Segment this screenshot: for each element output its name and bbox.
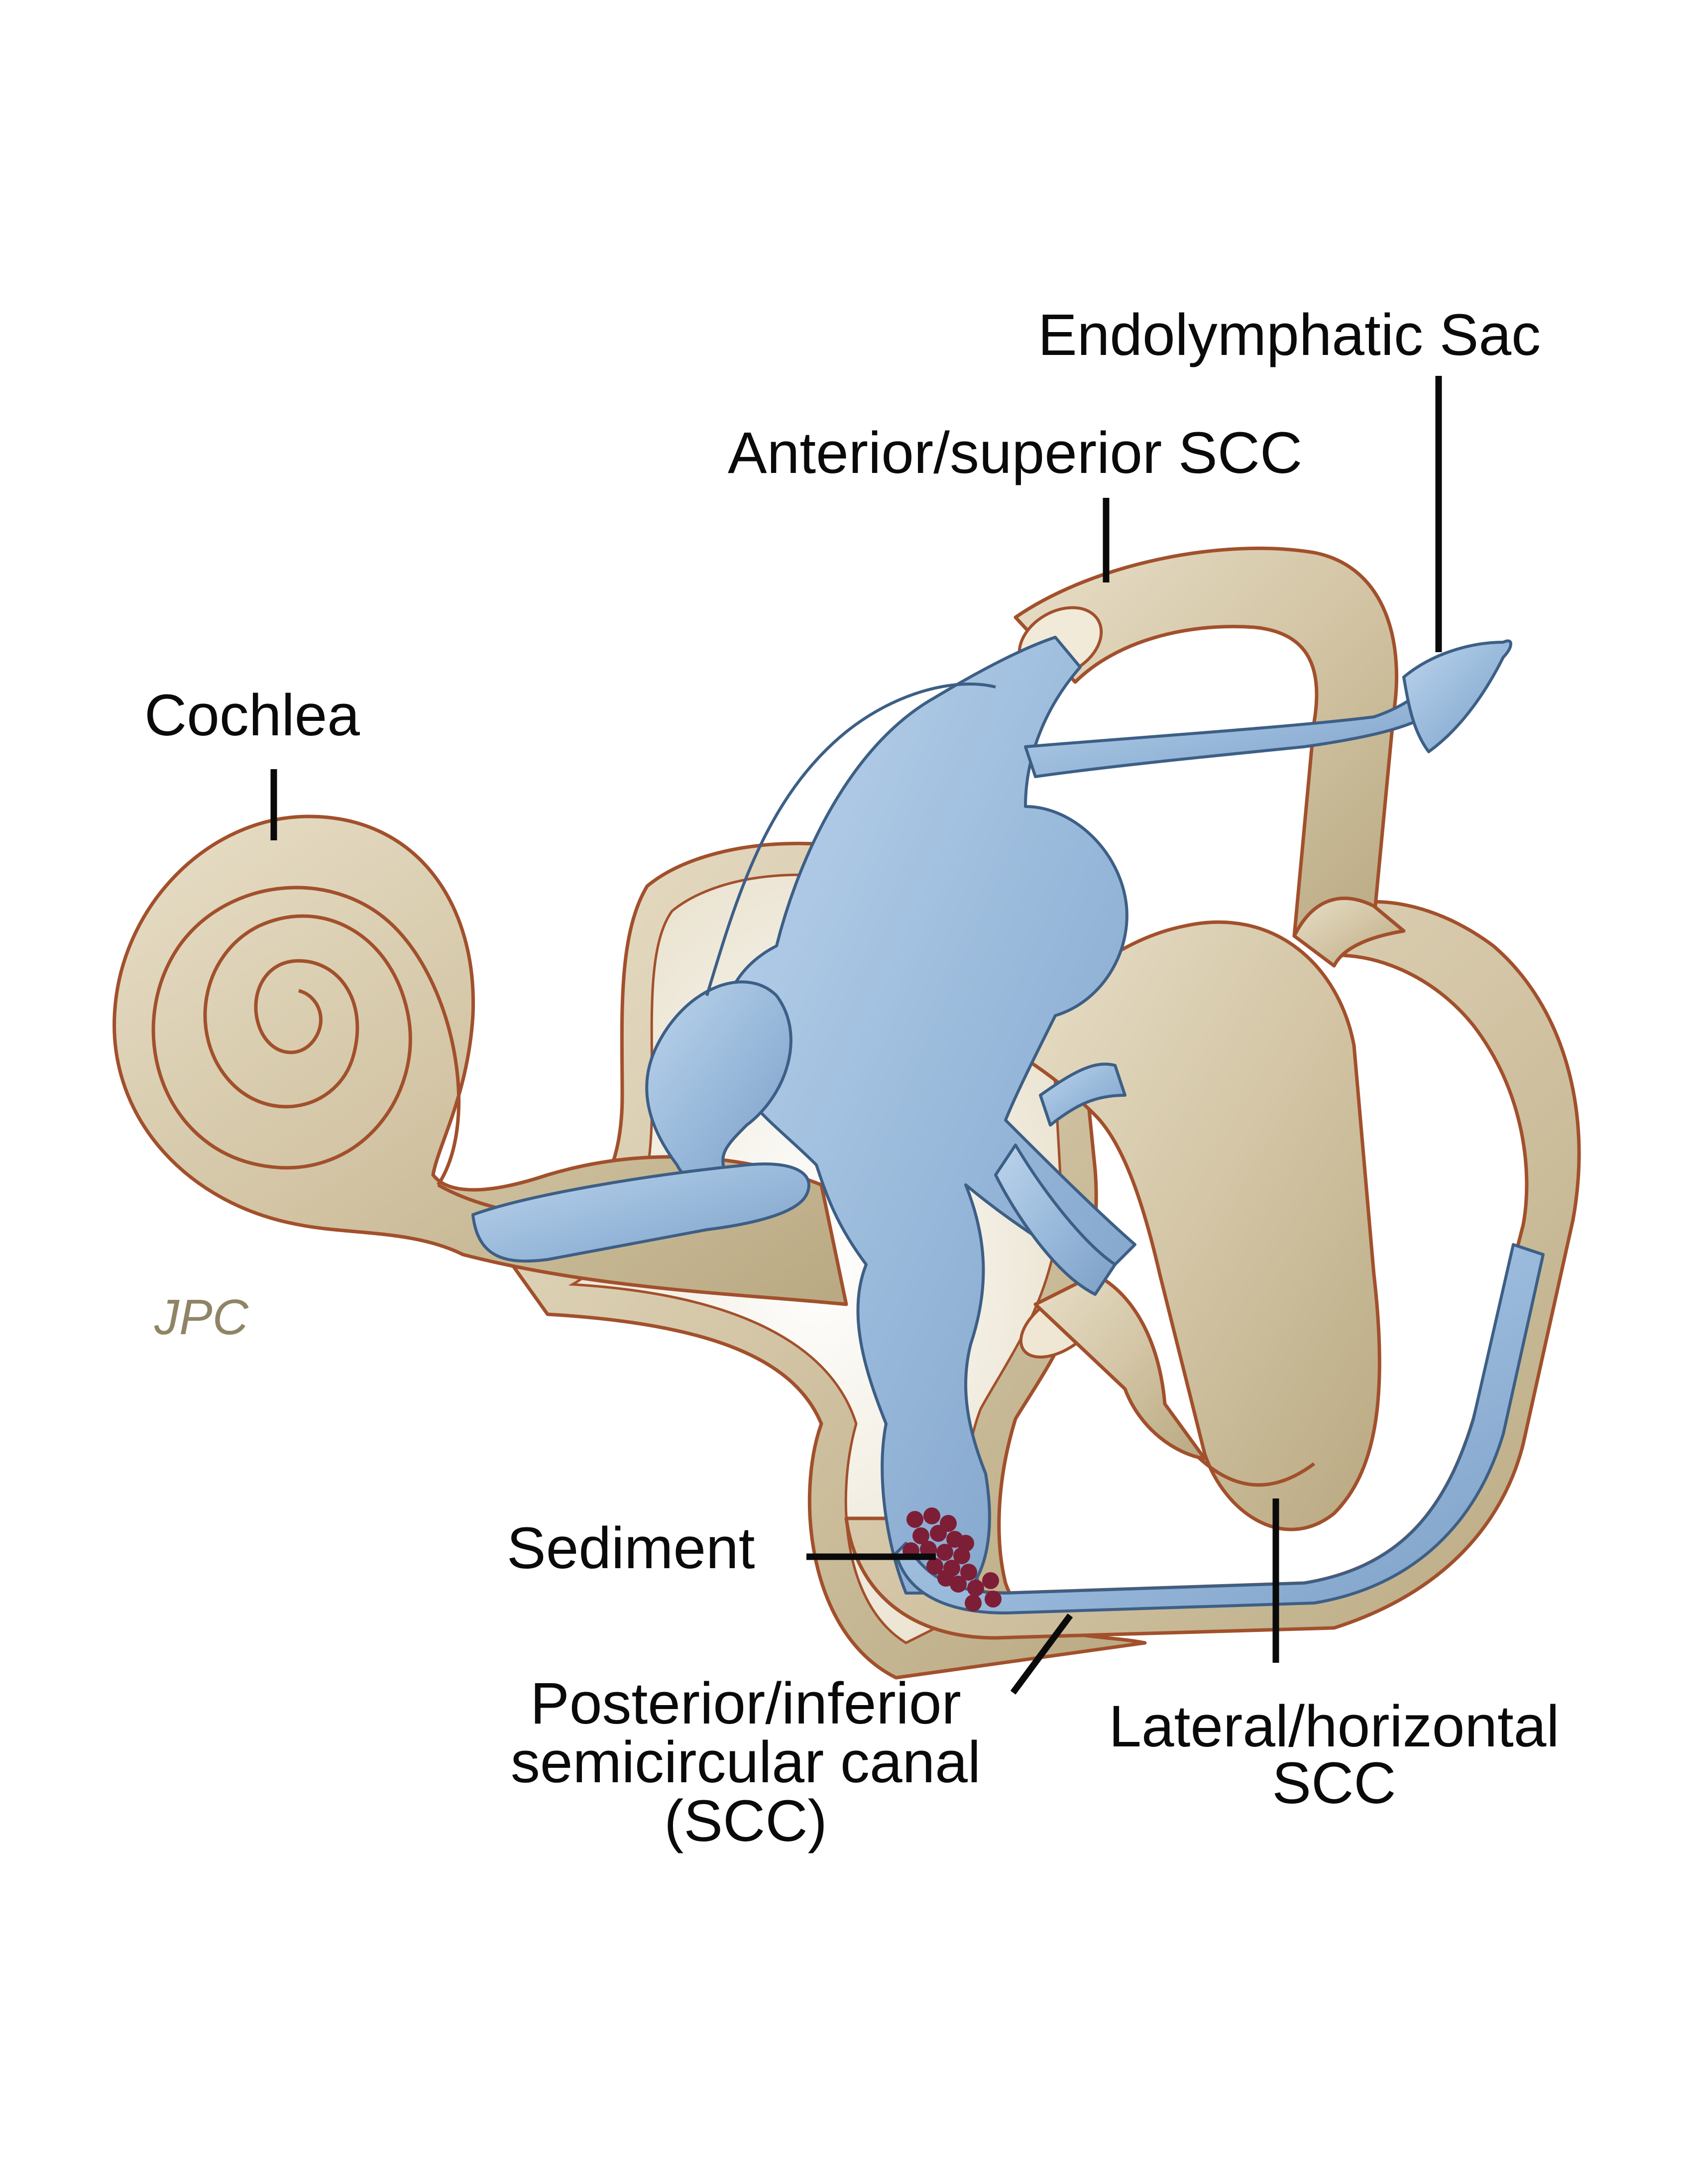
leader-lines bbox=[270, 376, 1442, 1695]
label-endolymphatic-sac: Endolymphatic Sac bbox=[1038, 302, 1541, 368]
sediment-particle bbox=[930, 1525, 947, 1542]
label-cochlea: Cochlea bbox=[144, 683, 360, 748]
label-lateral-scc-line2: SCC bbox=[1272, 1750, 1396, 1816]
sediment-particle bbox=[965, 1595, 982, 1611]
sediment-particle bbox=[936, 1544, 953, 1561]
sediment-particle bbox=[985, 1591, 1002, 1608]
sediment-particle bbox=[957, 1535, 974, 1552]
sediment-particle bbox=[937, 1570, 954, 1587]
leader-posterior-scc bbox=[1010, 1613, 1073, 1695]
sediment-particle bbox=[982, 1572, 999, 1589]
artist-signature: JPC bbox=[154, 1289, 249, 1345]
label-anterior-scc: Anterior/superior SCC bbox=[728, 420, 1302, 486]
label-sediment: Sediment bbox=[507, 1515, 755, 1581]
label-lateral-scc-line1: Lateral/horizontal bbox=[1109, 1694, 1559, 1759]
sediment-particles bbox=[902, 1507, 1002, 1611]
labels: Endolymphatic Sac Anterior/superior SCC … bbox=[144, 302, 1560, 1854]
sediment-particle bbox=[906, 1511, 923, 1528]
sediment-particle bbox=[923, 1507, 940, 1524]
label-posterior-scc-line1: Posterior/inferior bbox=[530, 1671, 961, 1736]
sediment-particle bbox=[926, 1558, 943, 1575]
sediment-particle bbox=[960, 1564, 977, 1581]
sediment-particle bbox=[912, 1527, 929, 1544]
label-posterior-scc-line3: (SCC) bbox=[664, 1788, 827, 1854]
sediment-particle bbox=[967, 1580, 984, 1597]
label-posterior-scc-line2: semicircular canal bbox=[511, 1729, 981, 1795]
